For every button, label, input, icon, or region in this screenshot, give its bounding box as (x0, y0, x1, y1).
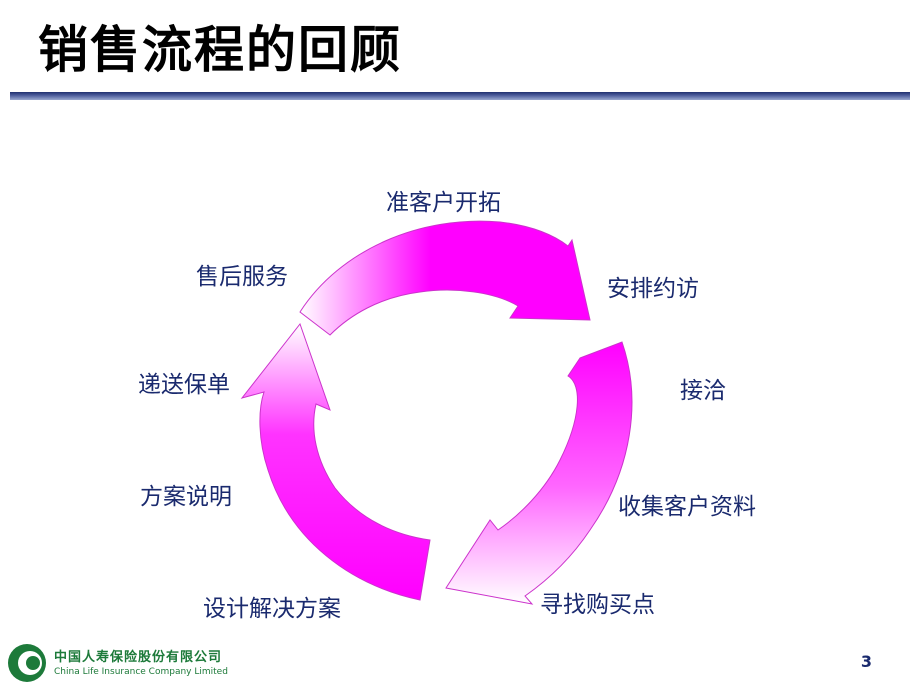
company-logo-icon (8, 644, 46, 682)
cycle-arrow-left (240, 322, 431, 601)
step-label-appointment: 安排约访 (607, 276, 699, 302)
title-underline (10, 92, 910, 100)
company-name-cn: 中国人寿保险股份有限公司 (54, 650, 223, 665)
step-label-approach: 接洽 (680, 378, 726, 404)
slide-title: 销售流程的回顾 (38, 21, 402, 79)
step-label-buying-point: 寻找购买点 (540, 592, 655, 618)
cycle-arrow-right (445, 341, 633, 605)
step-label-solution-design: 设计解决方案 (203, 596, 341, 622)
step-label-prospecting: 准客户开拓 (386, 190, 501, 216)
step-label-fact-finding: 收集客户资料 (618, 494, 756, 520)
step-label-presentation: 方案说明 (140, 484, 232, 510)
step-label-policy-delivery: 递送保单 (138, 372, 230, 398)
company-name-en: China Life Insurance Company Limited (54, 667, 228, 677)
page-number: 3 (860, 652, 872, 671)
step-label-after-sales: 售后服务 (196, 264, 288, 290)
cycle-arrow-top (299, 220, 591, 336)
